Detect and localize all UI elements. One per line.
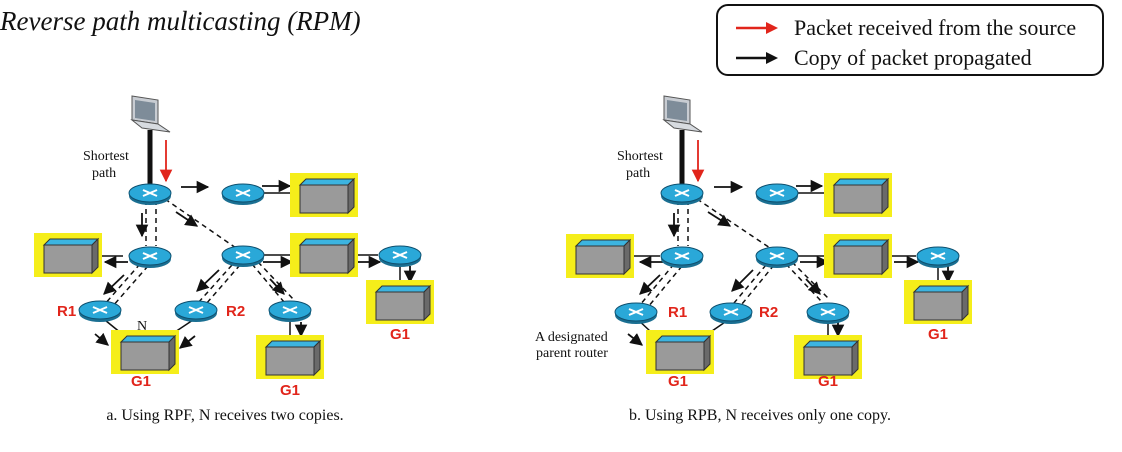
router-r1-icon: [78, 300, 122, 323]
router-r2-icon: [174, 300, 218, 323]
g1-label: G1: [390, 326, 410, 343]
shortest-label-line2: path: [92, 166, 116, 181]
black-arrow-icon: [736, 52, 778, 64]
r2-label: R2: [759, 304, 778, 321]
source-router-icon: [660, 183, 704, 206]
router-icon: [268, 300, 312, 323]
caption-b: b. Using RPB, N receives only one copy.: [629, 407, 891, 424]
shortest-label-line1: Shortest: [617, 149, 663, 164]
source-laptop-icon: [131, 95, 171, 133]
g1-label: G1: [818, 373, 838, 390]
router-icon: [221, 183, 265, 206]
router-icon: [128, 246, 172, 269]
designated-label-line2: parent router: [536, 346, 608, 361]
r1-label: R1: [57, 303, 76, 320]
router-r2-icon: [709, 302, 753, 325]
legend-propagated-row: Copy of packet propagated: [734, 44, 1032, 72]
host-icon: [823, 172, 893, 218]
host-g1-icon: [365, 279, 435, 325]
source-router-icon: [128, 183, 172, 206]
host-icon: [565, 233, 635, 279]
g1-label: G1: [928, 326, 948, 343]
host-icon: [289, 232, 359, 278]
g1-label: G1: [668, 373, 688, 390]
host-icon: [33, 232, 103, 278]
host-n-g1-icon: [645, 329, 715, 375]
router-icon: [755, 183, 799, 206]
r2-label: R2: [226, 303, 245, 320]
router-icon: [378, 245, 422, 268]
panel-a: Shortest path: [33, 95, 435, 424]
router-r1-icon: [614, 302, 658, 325]
caption-a: a. Using RPF, N receives two copies.: [106, 407, 343, 424]
page-title: Reverse path multicasting (RPM): [0, 6, 361, 36]
source-laptop-icon: [663, 95, 703, 133]
red-arrow-icon: [736, 22, 778, 34]
legend-source-row: Packet received from the source: [734, 14, 1076, 42]
router-icon: [221, 245, 265, 268]
panel-b: Shortest path: [535, 95, 973, 424]
legend-source-label: Packet received from the source: [794, 15, 1077, 40]
n-label: N: [137, 319, 147, 334]
host-g1-icon: [903, 279, 973, 325]
shortest-label-line1: Shortest: [83, 149, 129, 164]
router-icon: [806, 302, 850, 325]
host-g1-icon: [255, 334, 325, 380]
host-icon: [823, 233, 893, 279]
designated-label-line1: A designated: [535, 330, 608, 345]
g1-label: G1: [280, 382, 300, 399]
host-icon: [289, 172, 359, 218]
router-icon: [755, 246, 799, 269]
legend-propagated-label: Copy of packet propagated: [794, 45, 1032, 70]
g1-label: G1: [131, 373, 151, 390]
router-icon: [916, 246, 960, 269]
legend: Packet received from the source Copy of …: [716, 4, 1104, 76]
r1-label: R1: [668, 304, 687, 321]
router-icon: [660, 246, 704, 269]
host-n-g1-icon: [110, 329, 180, 375]
shortest-label-line2: path: [626, 166, 650, 181]
